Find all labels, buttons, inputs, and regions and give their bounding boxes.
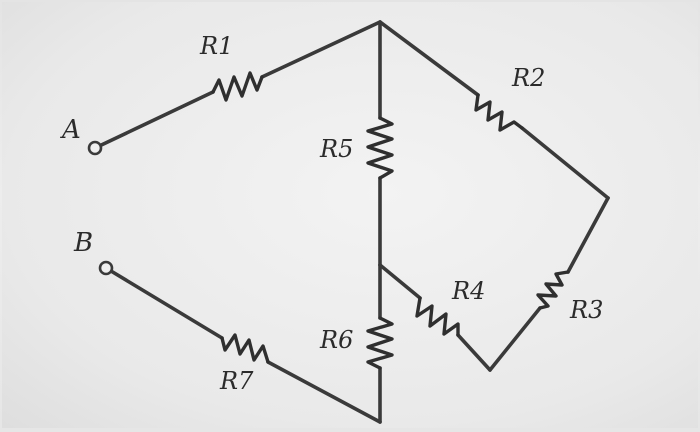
wire-r4-to-bottom-right <box>456 333 492 372</box>
label-r1: R1 <box>199 32 233 60</box>
terminal-b-icon <box>98 260 114 276</box>
terminal-a-label: A <box>60 115 81 145</box>
wires <box>93 20 610 424</box>
label-r6: R6 <box>319 326 353 354</box>
label-r5: R5 <box>319 135 353 163</box>
resistor-r1-icon <box>211 71 264 102</box>
wire-r7-to-bottom-node <box>266 360 382 424</box>
resistor-r3-icon <box>536 270 570 310</box>
resistors <box>211 71 570 370</box>
resistor-r6-icon <box>366 316 394 370</box>
wire-top-to-r2 <box>378 20 480 97</box>
resistor-r2-icon <box>474 93 524 132</box>
wire-r3-to-bottom-right <box>488 306 542 372</box>
wire-b-to-r7 <box>104 266 224 340</box>
label-r4: R4 <box>451 277 485 305</box>
wire-r2-to-right-node <box>520 126 610 200</box>
resistor-r7-icon <box>220 333 270 364</box>
wire-mid-node-to-r4 <box>378 263 422 300</box>
resistor-r4-icon <box>415 296 460 337</box>
resistor-r5-icon <box>366 116 394 180</box>
wire-right-node-to-r3 <box>566 196 610 274</box>
wire-r1-to-top-node <box>260 20 382 79</box>
wire-a-to-r1 <box>93 90 215 150</box>
terminal-a-icon <box>87 140 103 156</box>
label-r3: R3 <box>569 296 603 324</box>
label-r2: R2 <box>511 64 545 92</box>
terminal-b-label: B <box>73 228 93 258</box>
label-r7: R7 <box>219 367 254 395</box>
